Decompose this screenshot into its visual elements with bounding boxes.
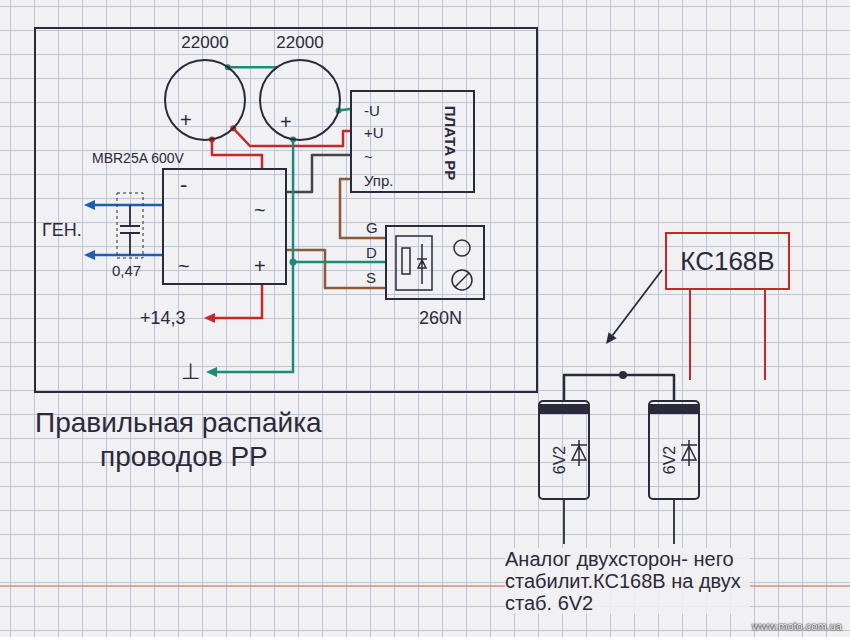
- wire: [293, 139, 385, 262]
- pin-name: -U: [364, 103, 380, 118]
- pin-name: G: [366, 220, 378, 235]
- capacitor-outline: [117, 193, 143, 258]
- capacitor-outline: [165, 60, 245, 140]
- capacitance-value: 22000: [181, 34, 228, 51]
- zener-diode: 6V2: [648, 400, 700, 500]
- screw-slot: [455, 273, 469, 287]
- mounting-hole: [454, 240, 470, 256]
- pin-name: S: [366, 270, 376, 285]
- zener-lead: [690, 290, 765, 380]
- terminal-mark: -: [180, 174, 187, 196]
- zener-symbol: [681, 440, 697, 466]
- terminal-mark: ~: [254, 200, 266, 220]
- zener-part-box: КС168В: [665, 232, 790, 290]
- zener-lead: [564, 500, 674, 544]
- diode-symbol: [417, 244, 427, 284]
- screw-symbol: [452, 270, 472, 290]
- polarity-mark: +: [180, 110, 192, 130]
- wire-arrowhead: [84, 250, 95, 260]
- enclosure-outline: [35, 28, 537, 392]
- pin-name: D: [366, 245, 377, 260]
- voltage-rating: 6V2: [552, 446, 568, 474]
- caption-text: Правильная распайка проводов РР: [35, 406, 450, 473]
- cathode-band: [650, 404, 698, 414]
- part-name: КС168В: [680, 248, 774, 274]
- terminal-mark: +: [254, 256, 266, 276]
- output-wire: [213, 285, 262, 318]
- leader-line: [613, 270, 662, 335]
- wire-arrowhead: [84, 200, 95, 210]
- regulator-board: -U +U ~ Упр. ПЛАТА РР: [350, 90, 475, 193]
- leader-arrowhead: [606, 332, 617, 344]
- wire: [228, 66, 277, 69]
- polarity-mark: +: [280, 112, 292, 132]
- capacitor-symbol: [120, 205, 140, 255]
- generator-label: ГЕН.: [42, 221, 82, 239]
- voltage-rating: 6V2: [662, 446, 678, 474]
- pin-name: ~: [364, 149, 373, 164]
- pin-name: +U: [364, 125, 384, 140]
- part-name: MBR25A 600V: [92, 151, 184, 165]
- zener-diode: 6V2: [538, 400, 590, 500]
- cathode-band: [540, 404, 588, 414]
- capacitance-value: 0,47: [112, 263, 141, 278]
- capacitor-circle: 22000+: [163, 58, 247, 142]
- ground-wire: [215, 262, 293, 372]
- note-text: Аналог двухсторон- него стабилит.КС168В …: [505, 548, 750, 614]
- resistor-symbol: [402, 248, 410, 274]
- pin-name: Упр.: [364, 173, 394, 188]
- generator-wire: [92, 205, 162, 255]
- capacitor-outline: [260, 60, 340, 140]
- capacitor-outline: [258, 58, 342, 142]
- terminal-mark: ~: [178, 256, 190, 276]
- zener-symbol: [571, 440, 587, 466]
- watermark: www.moto.com.ua: [752, 621, 842, 632]
- voltage-label: +14,3: [140, 309, 186, 327]
- ground-symbol: ⊥: [181, 361, 200, 383]
- capacitor-outline: [163, 58, 247, 142]
- transistor-die: [396, 236, 432, 290]
- capacitance-value: 22000: [276, 34, 323, 51]
- capacitor-circle: 22000+: [258, 58, 342, 142]
- part-name: 260N: [419, 309, 462, 327]
- mosfet-package: 260N: [385, 225, 485, 300]
- diode-bridge: MBR25A 600V-~~+: [162, 168, 287, 285]
- board-name: ПЛАТА РР: [443, 106, 458, 181]
- wire: [212, 139, 262, 168]
- wire-arrowhead: [206, 367, 217, 377]
- wire: [564, 375, 674, 400]
- wire-arrowhead: [204, 313, 215, 323]
